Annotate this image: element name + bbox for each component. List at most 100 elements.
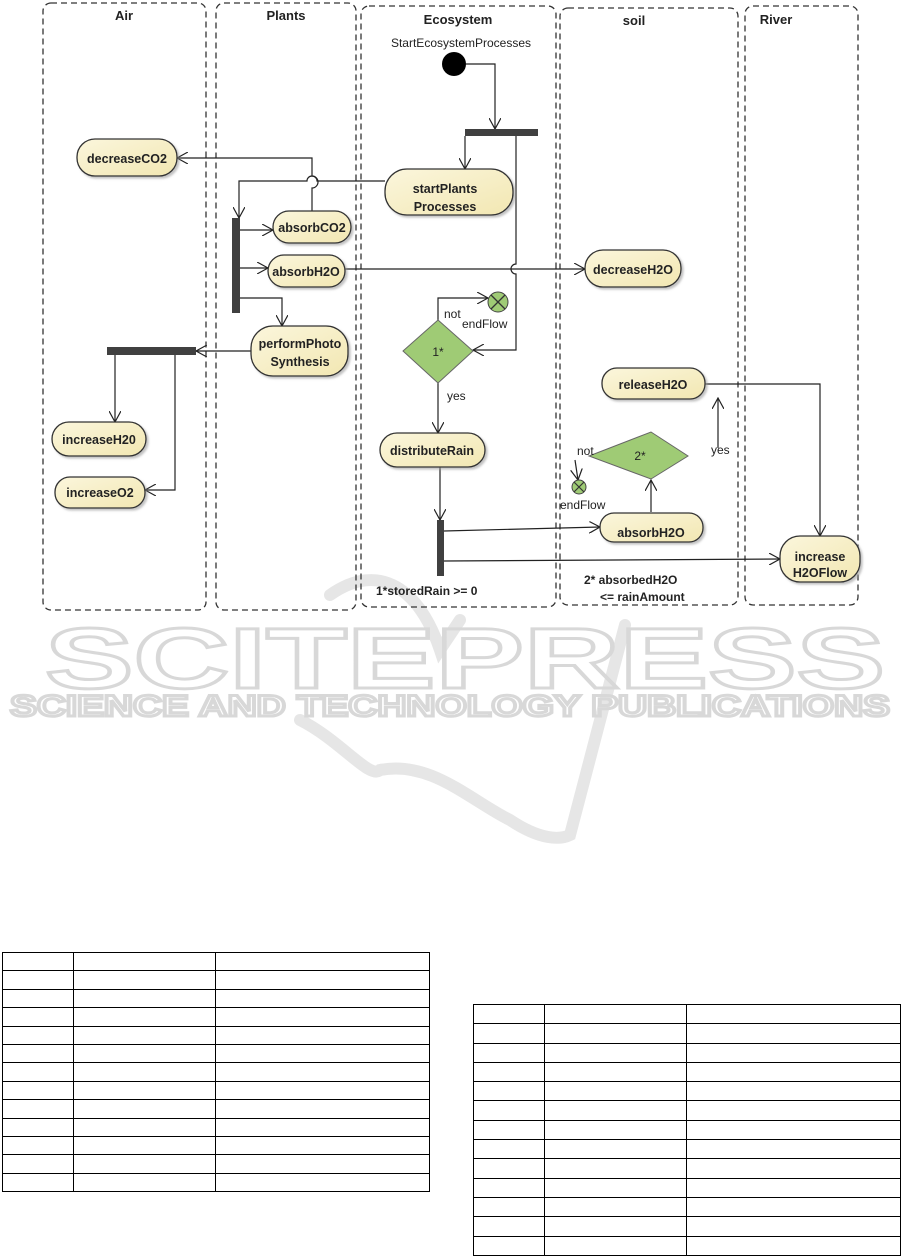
table-cell xyxy=(214,1043,431,1064)
flow-final-icon xyxy=(487,291,509,313)
table-row xyxy=(473,1196,901,1218)
table-row xyxy=(2,1007,431,1027)
table-cell xyxy=(543,1081,687,1102)
table-cell xyxy=(473,1081,545,1102)
action-label: absorbCO2 xyxy=(278,221,345,235)
table-cell xyxy=(2,1007,74,1027)
action-label: startPlants xyxy=(413,182,478,196)
table-row xyxy=(2,1172,431,1193)
table-row xyxy=(2,1025,431,1045)
table-cell xyxy=(685,1158,901,1179)
table-cell xyxy=(685,1177,901,1198)
edges xyxy=(115,63,820,561)
table-cell xyxy=(214,1025,431,1045)
table-cell xyxy=(543,1061,687,1083)
table-row xyxy=(2,1080,431,1101)
table-cell xyxy=(685,1139,901,1160)
guard-not: not xyxy=(577,444,594,458)
table-cell xyxy=(473,1100,545,1121)
table-cell xyxy=(72,1025,216,1045)
table-cell xyxy=(473,1196,545,1218)
table-row xyxy=(473,1003,901,1025)
table-row xyxy=(473,1235,901,1256)
table-cell xyxy=(72,1154,216,1174)
table-cell xyxy=(685,1196,901,1218)
table-cell xyxy=(214,1117,431,1137)
table-cell xyxy=(72,988,216,1009)
table-cell xyxy=(214,988,431,1009)
table-cell xyxy=(685,1061,901,1083)
decision-1: 1* xyxy=(402,319,474,384)
action-label: Processes xyxy=(414,200,477,214)
table-cell xyxy=(214,1062,431,1082)
table-cell xyxy=(543,1042,687,1063)
action-startPlantsProcesses[interactable]: startPlants Processes xyxy=(384,168,514,216)
table-cell xyxy=(2,1117,74,1137)
table-cell xyxy=(543,1023,687,1044)
flow-final-icon xyxy=(571,479,587,495)
table-row xyxy=(473,1081,901,1102)
action-label: increase xyxy=(795,550,846,564)
table-cell xyxy=(2,1025,74,1045)
action-label: absorbH2O xyxy=(617,526,685,540)
fork-bar-ecosystem xyxy=(465,129,538,136)
initial-node xyxy=(442,52,466,76)
action-label: performPhoto xyxy=(259,337,342,351)
endflow-label: endFlow xyxy=(560,498,606,512)
table-cell xyxy=(473,1023,545,1044)
action-distributeRain[interactable]: distributeRain xyxy=(379,432,486,468)
table-cell xyxy=(685,1081,901,1102)
table-row xyxy=(473,1158,901,1179)
lane-plants: Plants xyxy=(215,2,357,611)
table-row xyxy=(473,1061,901,1083)
table-cell xyxy=(214,1099,431,1119)
table-cell xyxy=(2,951,74,972)
table-row xyxy=(473,1042,901,1063)
table-cell xyxy=(543,1196,687,1218)
action-releaseH2O[interactable]: releaseH2O xyxy=(601,367,706,400)
action-increaseH20[interactable]: increaseH20 xyxy=(51,421,147,457)
table-row xyxy=(473,1139,901,1160)
table-row xyxy=(473,1177,901,1198)
table-cell xyxy=(214,1080,431,1101)
table-cell xyxy=(2,1172,74,1193)
action-absorbH2O-soil[interactable]: absorbH2O xyxy=(599,512,704,543)
table-cell xyxy=(685,1042,901,1063)
action-label: increaseH20 xyxy=(62,433,136,447)
table-cell xyxy=(473,1177,545,1198)
lane-title-plants: Plants xyxy=(266,8,305,23)
table-row xyxy=(2,1062,431,1082)
table-row xyxy=(2,1135,431,1156)
table-cell xyxy=(685,1023,901,1044)
fork-bar-rain xyxy=(437,520,444,576)
table-row xyxy=(2,1043,431,1064)
action-label: decreaseH2O xyxy=(593,263,673,277)
action-absorbH2O-plants[interactable]: absorbH2O xyxy=(267,254,346,288)
lane-title-ecosystem: Ecosystem xyxy=(424,12,493,27)
action-decreaseCO2[interactable]: decreaseCO2 xyxy=(76,138,178,177)
table-cell xyxy=(543,1119,687,1141)
guard-yes: yes xyxy=(711,443,730,457)
table-cell xyxy=(543,1158,687,1179)
action-decreaseH2O[interactable]: decreaseH2O xyxy=(584,249,682,288)
table-cell xyxy=(2,1080,74,1101)
action-increaseO2[interactable]: increaseO2 xyxy=(54,476,146,509)
table-row xyxy=(473,1216,901,1237)
table-cell xyxy=(543,1100,687,1121)
action-absorbCO2[interactable]: absorbCO2 xyxy=(272,210,352,244)
action-performPhotoSynthesis[interactable]: performPhoto Synthesis xyxy=(250,325,349,377)
decision-label: 2* xyxy=(634,449,646,463)
table-cell xyxy=(2,970,74,990)
action-increaseH2OFlow[interactable]: increase H2OFlow xyxy=(779,535,861,583)
table-cell xyxy=(72,1117,216,1137)
empty-table-left xyxy=(2,951,431,1193)
table-row xyxy=(2,1154,431,1174)
table-cell xyxy=(473,1216,545,1237)
table-row xyxy=(2,988,431,1009)
lane-title-river: River xyxy=(760,12,793,27)
action-label: Synthesis xyxy=(270,355,329,369)
empty-table-right xyxy=(473,1003,901,1256)
table-cell xyxy=(543,1003,687,1025)
table-cell xyxy=(72,1135,216,1156)
table-cell xyxy=(72,1043,216,1064)
